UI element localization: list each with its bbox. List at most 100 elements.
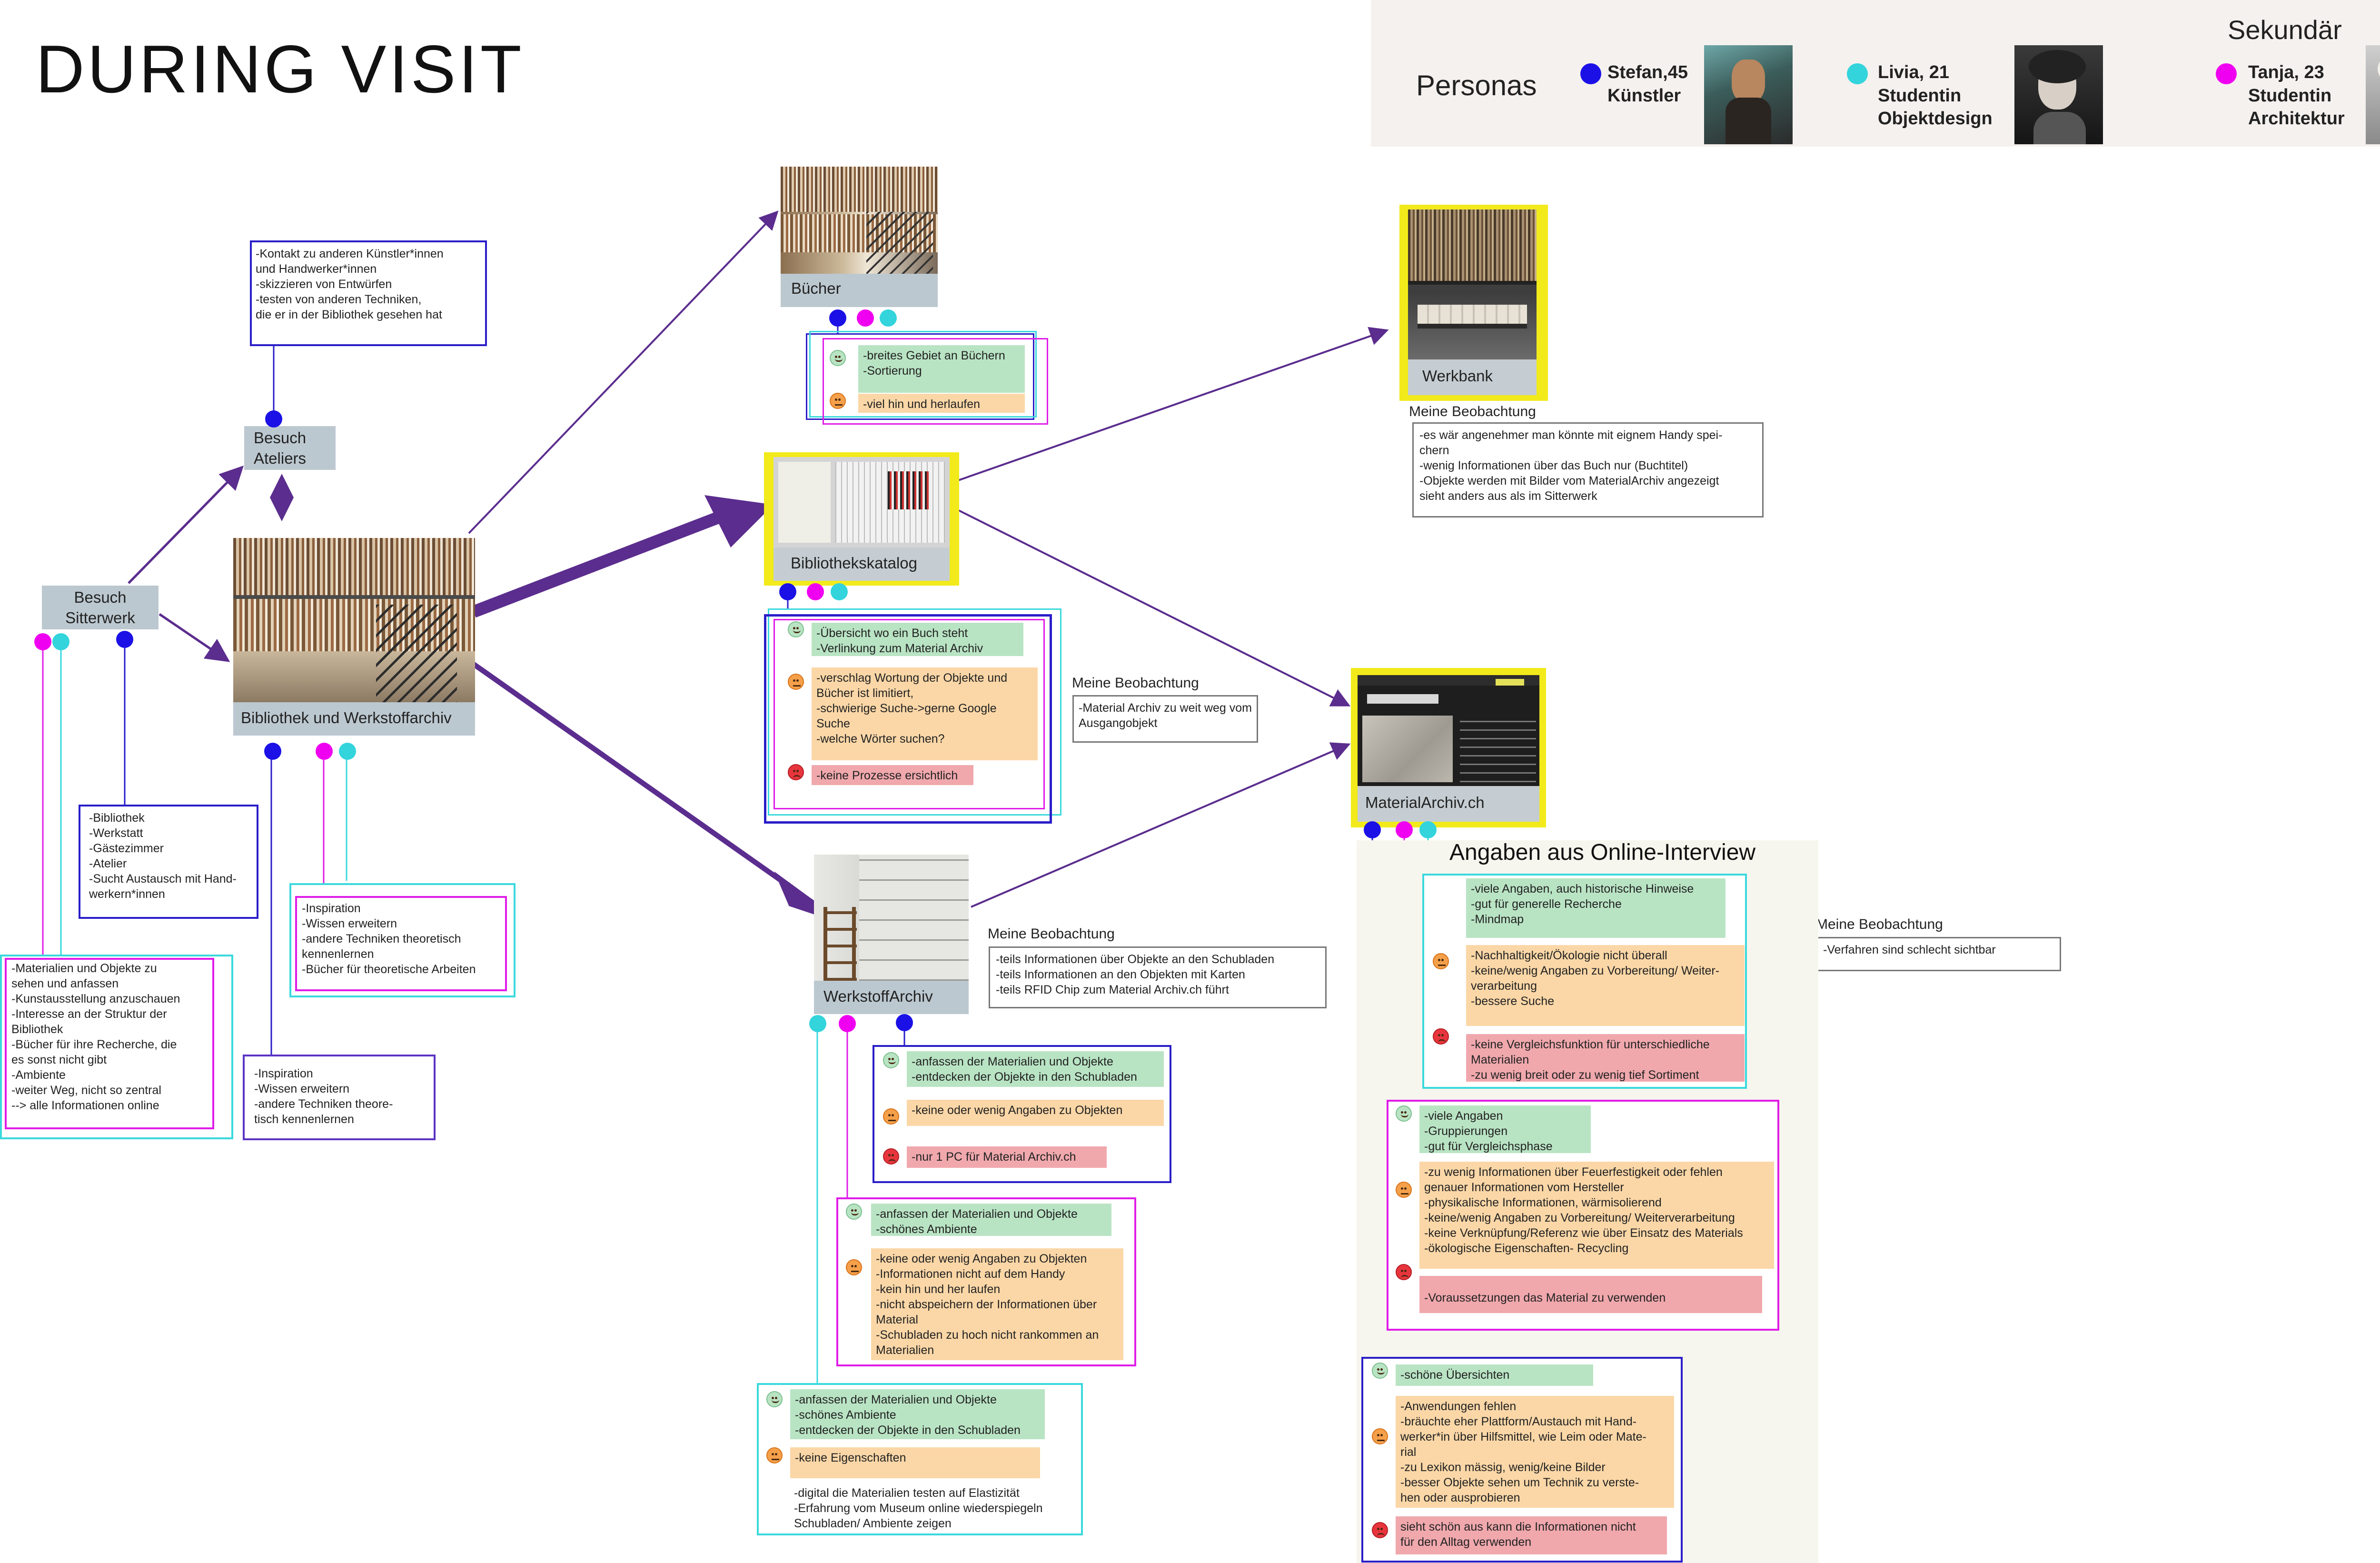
buecher-mag-box	[823, 338, 1048, 425]
katalog-neutral: -verschlag Wortung der Objekte und Büche…	[812, 667, 1038, 760]
material-photo	[1358, 675, 1539, 786]
werkstoff-dot-tanja	[839, 1015, 856, 1032]
online-mag-happy-icon	[1396, 1105, 1412, 1122]
online-interview-heading: Angaben aus Online-Interview	[1449, 840, 1756, 865]
online-cyan-positive: -viele Angaben, auch historische Hinweis…	[1466, 878, 1726, 938]
arrow-bib-katalog	[471, 506, 735, 618]
online-mag-neutral-icon	[1396, 1182, 1412, 1198]
online-blue-neutral: -Anwendungen fehlen -bräuchte eher Platt…	[1396, 1396, 1674, 1508]
online-mag-negative: -Voraussetzungen das Material zu verwend…	[1419, 1276, 1762, 1313]
buecher-neutral-icon	[830, 393, 846, 409]
sitterwerk-blue-note: -Bibliothek -Werkstatt -Gästezimmer -Ate…	[79, 805, 258, 919]
node-katalog: Bibliothekskatalog	[774, 548, 950, 581]
bibliothek-cyan-frame	[289, 883, 516, 997]
werkstoff-observation-heading: Meine Beobachtung	[988, 926, 1115, 942]
katalog-negative: -keine Prozesse ersichtlich	[812, 765, 973, 785]
werkbank-observation-heading: Meine Beobachtung	[1409, 404, 1536, 419]
katalog-dot-tanja	[807, 583, 824, 600]
persona-tanja: Tanja, 23 Studentin Architektur	[2248, 62, 2345, 129]
online-blue-happy-icon	[1372, 1363, 1388, 1379]
werkstoff-mag-positive: -anfassen der Materialien und Objekte -s…	[871, 1204, 1111, 1236]
bibliothek-dot-livia	[339, 743, 356, 760]
node-besuch-ateliers: Besuch Ateliers	[244, 426, 336, 470]
page-title: DURING VISIT	[36, 31, 525, 107]
persona-dot-tanja	[2216, 63, 2237, 84]
online-cyan-sad-icon	[1433, 1028, 1449, 1045]
buecher-photo	[781, 167, 938, 274]
katalog-blue-box	[764, 614, 1052, 824]
sitterwerk-cyan-frame	[0, 955, 233, 1139]
bibliothek-mag-note: -Inspiration -Wissen erweitern -andere T…	[295, 896, 507, 991]
katalog-observation-heading: Meine Beobachtung	[1072, 675, 1199, 691]
persona-photo-tanja	[2366, 45, 2380, 144]
online-blue-sad-icon	[1372, 1522, 1388, 1538]
werkstoff-cyan-neutral: -keine Eigenschaften	[790, 1447, 1040, 1478]
bibliothek-photo	[233, 538, 475, 702]
werkstoff-blue-negative: -nur 1 PC für Material Archiv.ch	[907, 1146, 1107, 1168]
arrow-bib-buecher	[468, 210, 779, 534]
persona-photo-stefan	[1704, 45, 1793, 144]
arrow-sitterwerk-ateliers	[128, 465, 244, 584]
online-mag-positive: -viele Angaben -Gruppierungen -gut für V…	[1419, 1105, 1591, 1153]
online-blue-negative: sieht schön aus kann die Informationen n…	[1396, 1516, 1667, 1554]
personas-panel: Personas Sekundär Stefan,45 Künstler Liv…	[1371, 0, 2380, 147]
persona-dot-livia	[1847, 63, 1868, 84]
arrow-bib-werkstoff	[472, 662, 821, 909]
buecher-happy-icon	[830, 350, 846, 366]
bibliothek-dot-stefan	[264, 743, 281, 760]
sitterwerk-dot-tanja	[34, 633, 51, 650]
bibliothek-blue-note: -Inspiration -Wissen erweitern -andere T…	[243, 1055, 436, 1140]
katalog-dot-stefan	[779, 583, 796, 600]
buecher-cyan-box	[809, 331, 1037, 418]
node-buecher: Bücher	[781, 274, 938, 307]
online-cyan-negative: -keine Vergleichsfunktion für unterschie…	[1466, 1034, 1745, 1082]
arrow-sitterwerk-bibliothek	[159, 613, 230, 662]
online-blue-neutral-icon	[1372, 1428, 1388, 1444]
werkstoff-mag-neutral: -keine oder wenig Angaben zu Objekten -I…	[871, 1248, 1123, 1360]
katalog-neutral-icon	[788, 674, 804, 690]
node-material: MaterialArchiv.ch	[1358, 786, 1539, 822]
arrow-katalog-material	[952, 506, 1351, 707]
werkstoff-cyan-extra: -digital die Materialien testen auf Elas…	[794, 1486, 1043, 1530]
sitterwerk-dot-livia	[52, 633, 69, 650]
material-observation-heading: Meine Beobachtung	[1816, 916, 1943, 932]
personas-label: Personas	[1416, 70, 1537, 101]
werkstoff-mag-neutral-icon	[846, 1259, 862, 1275]
katalog-mag-box	[774, 619, 1045, 809]
katalog-sad-icon	[788, 764, 804, 780]
node-werkstoff: WerkstoffArchiv	[814, 981, 969, 1014]
werkstoff-dot-stefan	[896, 1014, 913, 1031]
arrow-werkstoff-material	[971, 742, 1351, 908]
werkstoff-blue-neutral-icon	[883, 1108, 899, 1125]
buecher-positive: -breites Gebiet an Büchern -Sortierung	[858, 345, 1025, 393]
material-dot-tanja	[1396, 821, 1413, 838]
werkbank-observation: -es wär angenehmer man könnte mit eignem…	[1412, 422, 1764, 518]
werkstoff-photo	[814, 855, 969, 981]
werkstoff-mag-happy-icon	[846, 1204, 862, 1220]
arrowhead-bib-werkstoff	[774, 871, 824, 916]
bibliothek-dot-tanja	[316, 743, 333, 760]
katalog-photo	[774, 457, 950, 548]
node-bibliothek: Bibliothek und Werkstoffarchiv	[233, 702, 475, 736]
online-cyan-neutral: -Nachhaltigkeit/Ökologie nicht überall -…	[1466, 945, 1745, 1026]
ateliers-note: -Kontakt zu anderen Künstler*innen und H…	[250, 240, 487, 346]
buecher-dot-stefan	[829, 309, 846, 327]
online-blue-positive: -schöne Übersichten	[1396, 1364, 1593, 1386]
persona-photo-livia	[2014, 45, 2103, 144]
ateliers-dot-stefan	[265, 410, 282, 428]
buecher-neutral: -viel hin und herlaufen	[858, 394, 1025, 413]
katalog-observation: -Material Archiv zu weit weg vom Ausgang…	[1072, 695, 1258, 743]
buecher-dot-livia	[880, 309, 897, 327]
werkstoff-blue-neutral: -keine oder wenig Angaben zu Objekten	[907, 1100, 1164, 1126]
material-observation: -Verfahren sind schlecht sichtbar	[1816, 937, 2061, 971]
werkstoff-blue-sad-icon	[883, 1148, 899, 1165]
werkstoff-cyan-happy-icon	[766, 1391, 783, 1407]
persona-livia: Livia, 21 Studentin Objektdesign	[1878, 62, 1993, 129]
werkstoff-observation: -teils Informationen über Objekte an den…	[989, 946, 1327, 1008]
material-dot-stefan	[1364, 821, 1381, 838]
katalog-positive: -Übersicht wo ein Buch steht -Verlinkung…	[812, 623, 1023, 656]
werkstoff-cyan-neutral-icon	[766, 1447, 783, 1463]
persona-stefan: Stefan,45 Künstler	[1607, 62, 1688, 106]
werkstoff-blue-happy-icon	[883, 1052, 899, 1068]
